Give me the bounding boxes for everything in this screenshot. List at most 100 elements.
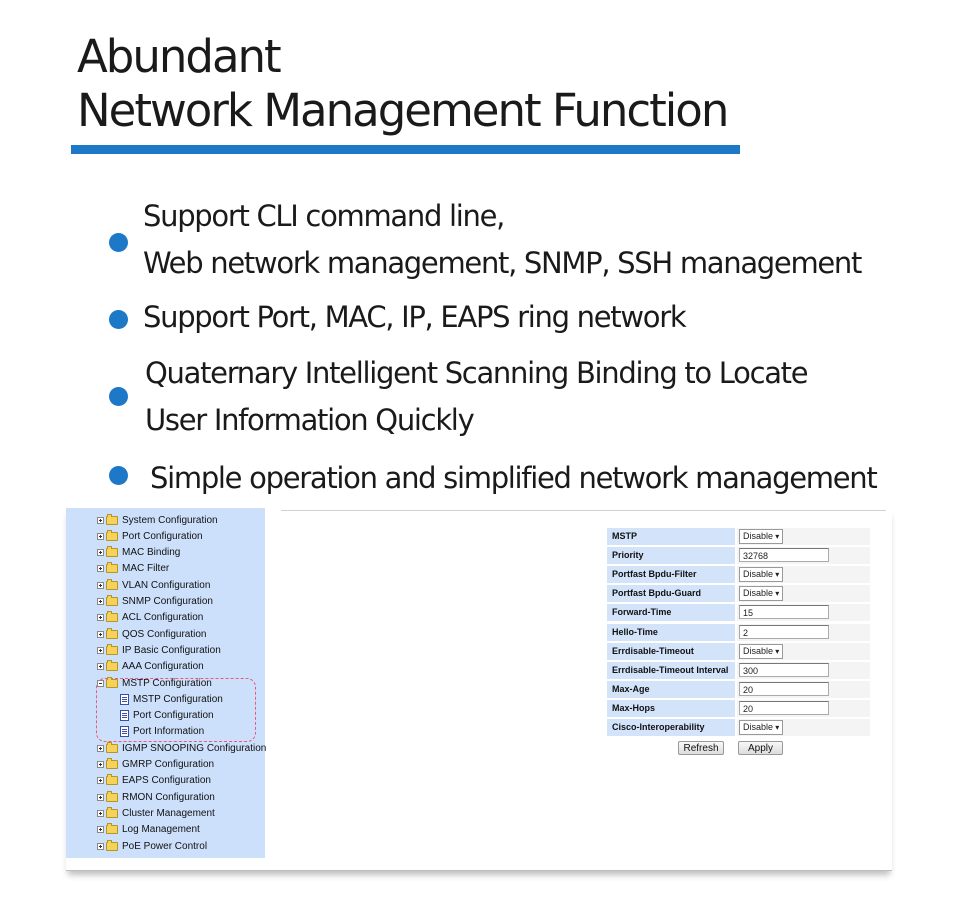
bullet-dot-icon [109,233,128,252]
expand-icon[interactable] [97,646,104,654]
field-input[interactable]: 300 [739,662,829,677]
expand-icon[interactable] [97,598,104,605]
field-cell: Disable [737,642,870,660]
expand-icon[interactable] [97,549,104,557]
bullet-text: Support Port, MAC, IP, EAPS ring network [143,300,687,334]
tree-folder-item[interactable]: IGMP SNOOPING Configuration [97,741,266,755]
field-label: Errdisable-Timeout [607,642,735,660]
folder-icon [106,513,118,525]
field-label: Portfast Bpdu-Filter [607,566,735,584]
field-input[interactable]: 15 [739,605,829,620]
tree-item-label: Log Management [122,824,200,836]
folder-icon [106,741,118,753]
tree-item-label: AAA Configuration [122,661,204,673]
tree-folder-item[interactable]: IP Basic Configuration [97,643,221,657]
expand-icon[interactable] [97,744,104,752]
bullet-text: Simple operation and simplified network … [150,461,878,495]
field-input[interactable]: 20 [739,700,829,715]
tree-folder-item[interactable]: Log Management [97,823,200,837]
expand-icon[interactable] [97,842,104,850]
expand-icon[interactable] [97,532,104,540]
field-select[interactable]: Disable [739,529,784,544]
folder-icon [106,758,118,769]
tree-folder-item[interactable]: MAC Binding [97,546,180,560]
tree-folder-item[interactable]: GMRP Configuration [97,758,214,772]
tree-item-label: IP Basic Configuration [122,644,221,656]
tree-folder-item[interactable]: MAC Filter [97,562,169,576]
tree-folder-item[interactable]: AAA Configuration [97,660,204,674]
tree-item-label: IGMP SNOOPING Configuration [122,742,267,754]
refresh-button[interactable]: Refresh [678,741,724,755]
folder-icon [106,823,118,835]
tree-item-label: VLAN Configuration [122,579,211,591]
tree-folder-item[interactable]: RMON Configuration [97,790,215,804]
tree-folder-item[interactable]: QOS Configuration [97,627,207,641]
tree-child-item[interactable]: MSTP Configuration [120,692,223,706]
apply-button[interactable]: Apply [738,741,783,755]
field-cell: 20 [737,680,870,698]
expand-icon[interactable] [97,793,104,801]
folder-icon [106,562,118,574]
field-cell: 15 [737,604,870,622]
expand-icon[interactable] [97,614,104,622]
tree-item-label: MAC Filter [122,563,170,575]
field-label: Cisco-Interoperability [607,719,735,736]
tree-folder-item[interactable]: SNMP Configuration [97,595,213,609]
tree-folder-item[interactable]: PoE Power Control [97,839,207,853]
field-label: Max-Hops [607,699,735,717]
field-cell: 32768 [737,547,870,565]
field-cell: 20 [737,699,870,717]
mstp-highlight-outline [96,678,256,742]
field-select[interactable]: Disable [739,643,784,659]
expand-icon[interactable] [97,777,104,785]
expand-icon[interactable] [97,663,104,671]
folder-icon [106,774,118,786]
headline: Abundant Network Management Function [77,30,729,138]
bullet-text: Web network management, SNMP, SSH manage… [143,246,862,280]
field-input[interactable]: 32768 [739,548,829,563]
field-label: Forward-Time [607,604,735,622]
bullet-dot-icon [109,387,128,406]
tree-folder-item[interactable]: ACL Configuration [97,611,203,625]
tree-folder-item[interactable]: VLAN Configuration [97,578,210,592]
expand-icon[interactable] [97,565,104,573]
tree-child-item[interactable]: Port Configuration [120,709,214,723]
field-input[interactable]: 20 [739,681,829,696]
collapse-icon[interactable] [97,679,104,687]
expand-icon[interactable] [97,826,104,834]
expand-icon[interactable] [97,761,104,768]
tree-item-label: MSTP Configuration [122,677,212,689]
folder-icon [106,529,118,541]
field-label: Hello-Time [607,623,735,641]
tree-child-item[interactable]: Port Information [120,725,204,739]
tree-folder-item[interactable]: MSTP Configuration [97,676,212,690]
field-select[interactable]: Disable [739,720,784,735]
expand-icon[interactable] [97,581,104,589]
page-icon [120,710,129,722]
tree-folder-item[interactable]: System Configuration [97,513,218,527]
field-cell: 300 [737,661,870,679]
tree-folder-item[interactable]: Port Configuration [97,529,203,543]
field-cell: 2 [737,623,870,641]
field-cell: Disable [737,585,870,603]
tree-item-label: MSTP Configuration [133,693,223,705]
folder-icon [106,790,118,802]
tree-item-label: RMON Configuration [122,791,215,803]
expand-icon[interactable] [97,516,104,524]
folder-icon [106,595,118,606]
tree-item-label: GMRP Configuration [122,759,215,770]
expand-icon[interactable] [97,809,104,817]
folder-icon [106,611,118,623]
field-select[interactable]: Disable [739,567,784,583]
field-input[interactable]: 2 [739,624,829,639]
tree-item-label: Port Information [133,726,205,738]
tree-folder-item[interactable]: Cluster Management [97,806,215,820]
folder-icon [106,806,118,818]
field-cell: Disable [737,528,870,545]
tree-folder-item[interactable]: EAPS Configuration [97,774,211,788]
tree-item-label: System Configuration [122,514,218,526]
field-select[interactable]: Disable [739,586,784,602]
expand-icon[interactable] [97,630,104,638]
tree-item-label: Cluster Management [122,807,215,819]
